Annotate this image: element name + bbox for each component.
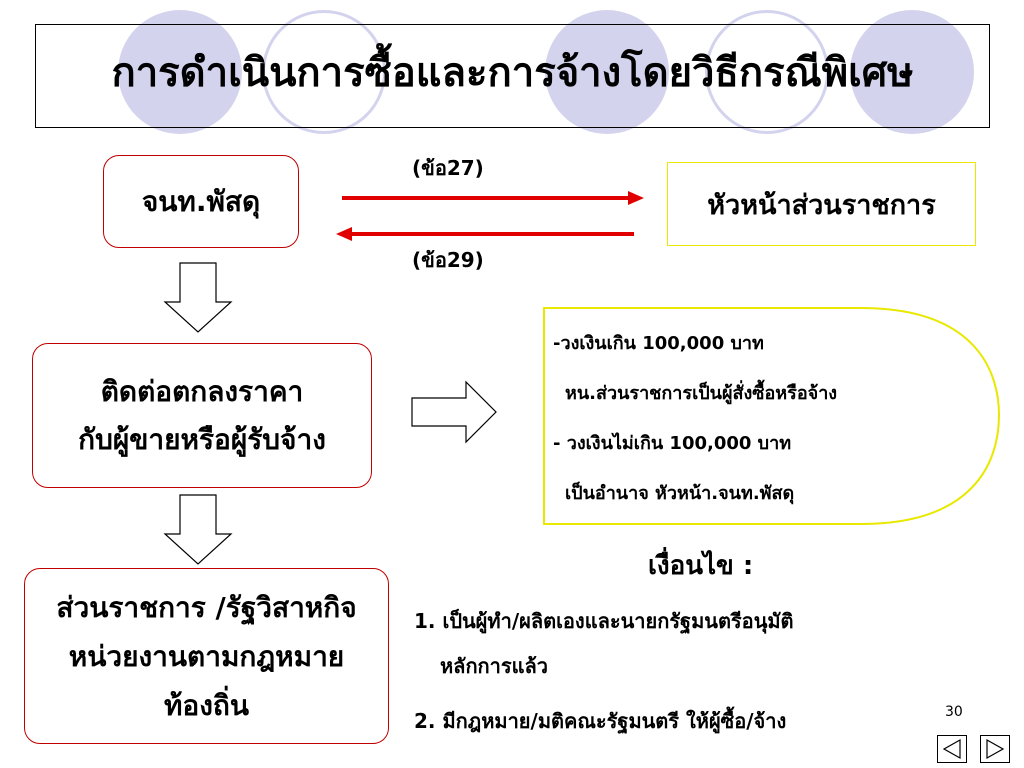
arrow-right <box>342 191 644 205</box>
triangle-left-icon <box>942 738 961 760</box>
exchange-arrows <box>336 191 644 241</box>
head-of-agency-label: หัวหน้าส่วนราชการ <box>707 189 936 221</box>
agency-line-3: ท้องถิ่น <box>163 688 250 722</box>
conditions-heading: เงื่อนไข : <box>648 551 754 581</box>
agency-line-1: ส่วนราชการ /รัฐวิสาหกิจ <box>56 590 357 624</box>
head-of-agency-box: หัวหน้าส่วนราชการ <box>667 162 976 246</box>
decor-circle-3 <box>545 10 669 134</box>
condition-1-line-2: หลักการแล้ว <box>440 654 549 678</box>
agency-line-2: หน่วยงานตามกฎหมาย <box>68 639 345 673</box>
right-arrow-hollow <box>411 380 497 444</box>
authority-line-4: เป็นอำนาจ หัวหน้า.จนท.พัสดุ <box>565 483 795 504</box>
triangle-right-icon <box>986 738 1005 760</box>
negotiate-line-1: ติดต่อตกลงราคา <box>100 374 304 408</box>
condition-2: 2. มีกฎหมาย/มติคณะรัฐมนตรี ให้ผู้ซื้อ/จ้… <box>414 709 787 733</box>
prev-slide-button[interactable] <box>937 735 967 763</box>
officer-label: จนท.พัสดุ <box>141 184 261 218</box>
decor-circle-1 <box>118 10 242 134</box>
arrow-right-label: (ข้อ27) <box>412 156 484 180</box>
decor-circle-4 <box>705 10 829 134</box>
down-arrow-2 <box>163 494 233 565</box>
negotiate-box: ติดต่อตกลงราคา กับผู้ขายหรือผู้รับจ้าง <box>32 343 372 488</box>
decor-circle-2 <box>262 10 386 134</box>
officer-box: จนท.พัสดุ <box>103 155 299 248</box>
negotiate-line-2: กับผู้ขายหรือผู้รับจ้าง <box>78 422 326 456</box>
slide-title: การดำเนินการซื้อและการจ้างโดยวิธีกรณีพิเ… <box>111 50 914 96</box>
arrow-left-label: (ข้อ29) <box>412 248 484 272</box>
decor-circle-5 <box>850 10 974 134</box>
authority-line-3: - วงเงินไม่เกิน 100,000 บาท <box>553 433 792 454</box>
authority-line-2: หน.ส่วนราชการเป็นผู้สั่งซื้อหรือจ้าง <box>565 383 838 404</box>
condition-1-line-1: 1. เป็นผู้ทำ/ผลิตเองและนายกรัฐมนตรีอนุมั… <box>414 609 794 633</box>
authority-line-1: -วงเงินเกิน 100,000 บาท <box>553 333 764 354</box>
arrow-left <box>336 227 634 241</box>
down-arrow-1 <box>163 262 233 333</box>
authority-shape <box>543 307 1001 525</box>
title-box <box>35 24 990 128</box>
agency-box: ส่วนราชการ /รัฐวิสาหกิจ หน่วยงานตามกฎหมา… <box>24 568 389 744</box>
page-number: 30 <box>945 704 963 720</box>
next-slide-button[interactable] <box>980 735 1010 763</box>
